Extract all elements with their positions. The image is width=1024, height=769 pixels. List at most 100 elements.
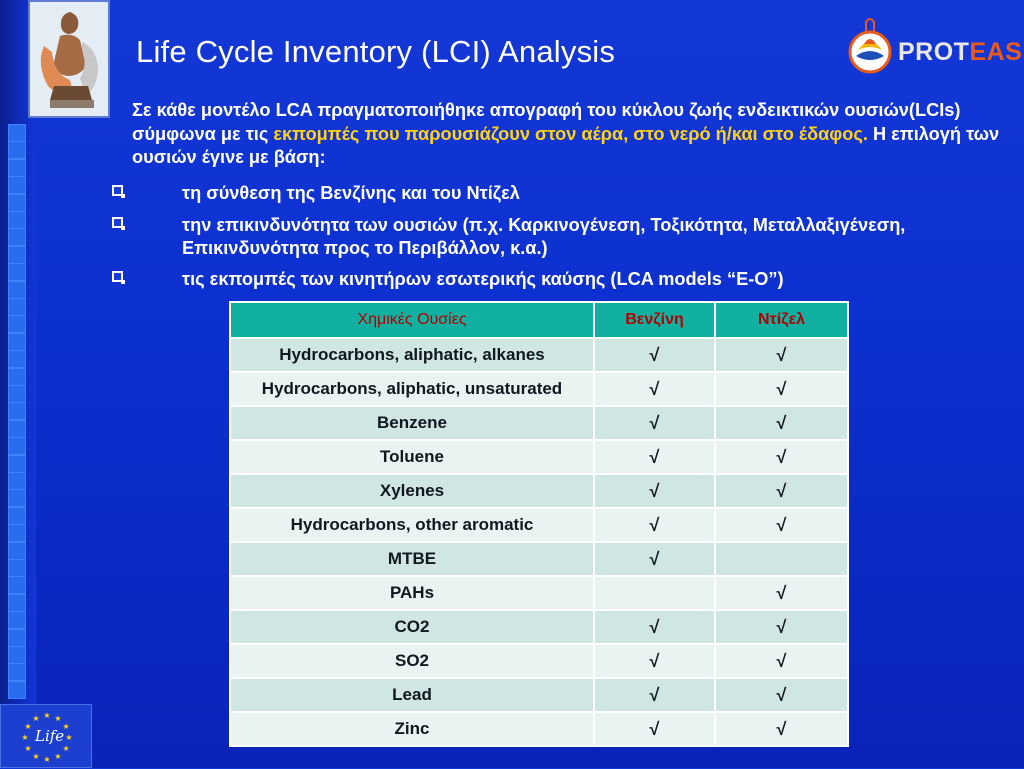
diesel-check-cell: √ xyxy=(714,473,849,509)
substance-cell: SO2 xyxy=(229,643,595,679)
diesel-check-cell: √ xyxy=(714,439,849,475)
table-header-row: Χημικές Ουσίες Βενζίνη Ντίζελ xyxy=(229,301,849,339)
proteas-text-a: PROT xyxy=(898,38,970,66)
decorative-square xyxy=(8,680,26,699)
decorative-square xyxy=(8,193,26,212)
diesel-check-cell xyxy=(714,541,849,577)
bullet-text: τη σύνθεση της Βενζίνης και του Ντίζελ xyxy=(182,183,520,203)
svg-text:★: ★ xyxy=(54,752,61,761)
decorative-square xyxy=(8,228,26,247)
intro-text-part2: Η επιλογή των ουσιών έγινε με βάση: xyxy=(132,123,1000,168)
svg-text:★: ★ xyxy=(32,714,39,723)
diesel-check-cell: √ xyxy=(714,371,849,407)
svg-text:★: ★ xyxy=(43,711,50,720)
gasoline-check-cell: √ xyxy=(593,643,716,679)
decorative-square xyxy=(8,576,26,595)
eu-stars-icon: ★★★★★★★★★★★★ xyxy=(21,711,72,764)
table-row: Xylenes√√ xyxy=(229,473,849,509)
gasoline-check-cell: √ xyxy=(593,541,716,577)
decorative-square xyxy=(8,559,26,577)
decorative-square xyxy=(8,524,26,543)
proteas-logo: PROTEAS xyxy=(846,16,1024,78)
bullet-marker-icon xyxy=(112,185,125,198)
table-row: Toluene√√ xyxy=(229,439,849,475)
decorative-square xyxy=(8,298,26,316)
page-title: Life Cycle Inventory (LCI) Analysis xyxy=(136,34,616,69)
column-header-substances: Χημικές Ουσίες xyxy=(229,301,595,339)
proteas-logo-icon xyxy=(848,18,892,74)
decorative-square xyxy=(8,158,26,177)
bullet-marker-icon xyxy=(112,217,125,230)
decorative-square xyxy=(8,437,26,456)
gasoline-check-cell: √ xyxy=(593,405,716,441)
diesel-check-cell: √ xyxy=(714,337,849,373)
decorative-square xyxy=(8,332,26,351)
table-row: Hydrocarbons, aliphatic, alkanes√√ xyxy=(229,337,849,373)
table-row: Hydrocarbons, aliphatic, unsaturated√√ xyxy=(229,371,849,407)
decorative-square xyxy=(8,245,26,264)
decorative-square xyxy=(8,124,26,142)
decorative-square xyxy=(8,315,26,334)
table-row: Hydrocarbons, other aromatic√√ xyxy=(229,507,849,543)
table-row: PAHs √ xyxy=(229,575,849,611)
lci-table: Χημικές Ουσίες Βενζίνη Ντίζελ Hydrocarbo… xyxy=(229,301,849,747)
substance-cell: Toluene xyxy=(229,439,595,475)
decorative-square xyxy=(8,350,26,369)
substance-cell: Zinc xyxy=(229,711,595,747)
gasoline-check-cell: √ xyxy=(593,609,716,645)
diesel-check-cell: √ xyxy=(714,711,849,747)
svg-text:★: ★ xyxy=(24,722,31,731)
substance-cell: Hydrocarbons, aliphatic, alkanes xyxy=(229,337,595,373)
gasoline-check-cell: √ xyxy=(593,439,716,475)
decorative-square xyxy=(8,263,26,282)
athena-logo-icon xyxy=(30,2,108,116)
svg-text:★: ★ xyxy=(43,755,50,764)
decorative-square xyxy=(8,611,26,630)
decorative-square xyxy=(8,280,26,299)
table-row: CO2√√ xyxy=(229,609,849,645)
intro-text-part1: Σε κάθε μοντέλο LCA πραγματοποιήθηκε απο… xyxy=(132,100,961,144)
table-row: Lead√√ xyxy=(229,677,849,713)
svg-text:★: ★ xyxy=(21,733,28,742)
table-row: SO2√√ xyxy=(229,643,849,679)
svg-text:★: ★ xyxy=(54,714,61,723)
bullet-marker-icon xyxy=(112,271,125,284)
table-row: MTBE√ xyxy=(229,541,849,577)
decorative-square xyxy=(8,367,26,386)
diesel-check-cell: √ xyxy=(714,405,849,441)
diesel-check-cell: √ xyxy=(714,677,849,713)
decorative-square xyxy=(8,489,26,508)
decorative-square xyxy=(8,176,26,195)
substance-cell: Lead xyxy=(229,677,595,713)
svg-text:★: ★ xyxy=(24,744,31,753)
decorative-square xyxy=(8,402,26,421)
decorative-square xyxy=(8,454,26,473)
substance-cell: Hydrocarbons, other aromatic xyxy=(229,507,595,543)
eu-life-text: Life xyxy=(35,727,65,745)
decorative-square xyxy=(8,628,26,647)
gasoline-check-cell: √ xyxy=(593,371,716,407)
svg-text:★: ★ xyxy=(62,722,69,731)
gasoline-check-cell: √ xyxy=(593,677,716,713)
bullet-text: τις εκπομπές των κινητήρων εσωτερικής κα… xyxy=(182,269,784,289)
left-decorative-bar xyxy=(0,0,36,768)
gasoline-check-cell: √ xyxy=(593,337,716,373)
svg-text:★: ★ xyxy=(65,733,72,742)
diesel-check-cell: √ xyxy=(714,507,849,543)
gasoline-check-cell: √ xyxy=(593,473,716,509)
decorative-square xyxy=(8,385,26,403)
diesel-check-cell: √ xyxy=(714,575,849,611)
decorative-square xyxy=(8,593,26,612)
substance-cell: CO2 xyxy=(229,609,595,645)
gasoline-check-cell: √ xyxy=(593,507,716,543)
column-header-diesel: Ντίζελ xyxy=(714,301,849,339)
university-logo xyxy=(28,0,110,118)
gasoline-check-cell xyxy=(593,575,716,611)
substance-cell: Hydrocarbons, aliphatic, unsaturated xyxy=(229,371,595,407)
substance-cell: PAHs xyxy=(229,575,595,611)
proteas-text-b: EAS xyxy=(969,38,1023,66)
substance-cell: Benzene xyxy=(229,405,595,441)
table-row: Zinc√√ xyxy=(229,711,849,747)
decorative-square xyxy=(8,141,26,160)
decorative-square xyxy=(8,646,26,664)
